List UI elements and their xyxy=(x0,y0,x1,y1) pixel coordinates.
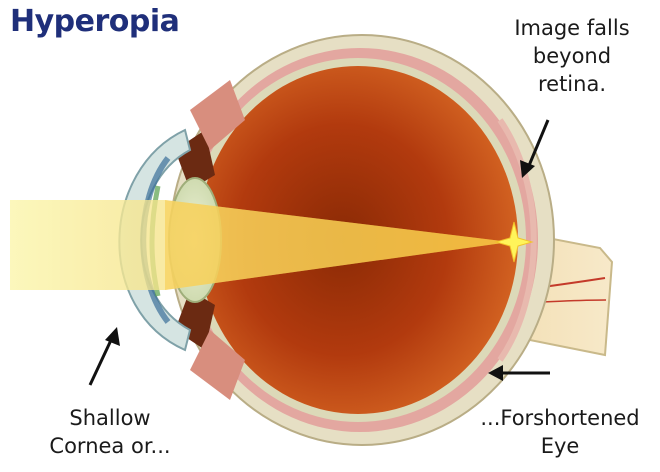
page-title: Hyperopia xyxy=(10,4,179,39)
label-image-falls: Image falls beyond retina. xyxy=(492,14,652,98)
label-forshortened-eye: ...Forshortened Eye xyxy=(462,404,658,460)
label-shallow-cornea: Shallow Cornea or... xyxy=(20,404,200,460)
arrow-shallow-cornea xyxy=(90,327,120,385)
